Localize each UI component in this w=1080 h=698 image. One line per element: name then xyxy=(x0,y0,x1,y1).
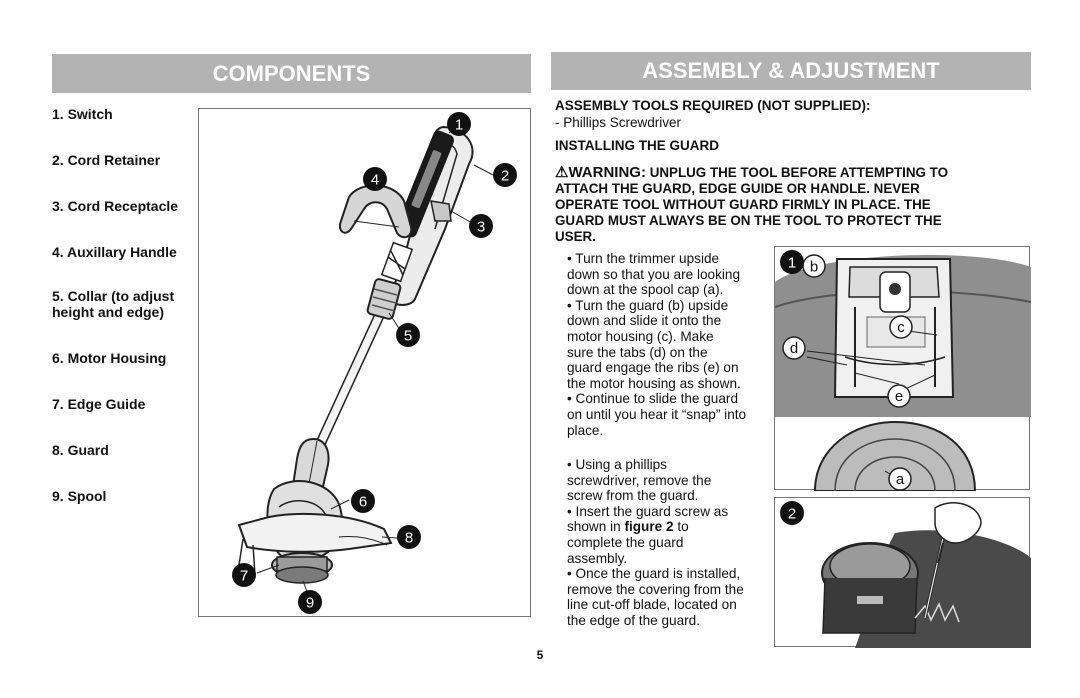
svg-text:b: b xyxy=(810,259,818,276)
step-line: guard engage the ribs (e) on xyxy=(567,360,739,376)
callout-label: 7 xyxy=(240,568,248,585)
callout-6: 6 xyxy=(351,489,375,513)
figure-2-illustration: 2 xyxy=(780,501,1031,648)
step-line: the motor housing as shown. xyxy=(567,375,741,391)
callout-7: 7 xyxy=(232,563,256,587)
list-item: 4. Auxillary Handle xyxy=(52,244,177,260)
step-line: line cut-off blade, located on xyxy=(567,597,737,613)
callout-label: 2 xyxy=(501,168,509,185)
callout-9: 9 xyxy=(298,590,322,614)
list-item: 7. Edge Guide xyxy=(52,396,146,412)
list-item: 1. Switch xyxy=(52,106,113,122)
fig1-callout-a: a xyxy=(888,467,912,491)
callout-5: 5 xyxy=(396,323,420,347)
callout-label: 3 xyxy=(477,219,485,236)
svg-text:a: a xyxy=(896,471,905,488)
callout-label: 5 xyxy=(404,328,412,345)
installing-heading: INSTALLING THE GUARD xyxy=(555,138,719,153)
figure-2-guard-screw: 2 xyxy=(774,497,1031,648)
step-line: sure the tabs (d) on the xyxy=(567,344,708,360)
figure-reference: figure 2 xyxy=(624,519,674,535)
trimmer-illustration: 1 2 3 4 5 6 8 7 9 xyxy=(232,112,517,614)
step-line: assembly. xyxy=(567,550,628,566)
fig1-callout-b: b xyxy=(802,254,826,278)
fig1-num-callout: 1 xyxy=(780,250,804,274)
step-line: • Insert the guard screw as xyxy=(567,503,729,519)
callout-4: 4 xyxy=(363,167,387,191)
trimmer-diagram: 1 2 3 4 5 6 8 7 9 xyxy=(198,108,531,617)
callout-1: 1 xyxy=(447,112,471,136)
svg-text:e: e xyxy=(895,388,903,405)
warning-icon: ⚠ xyxy=(555,164,569,181)
step-line: motor housing (c). Make xyxy=(567,328,714,344)
step-line: down and slide it onto the xyxy=(567,313,722,329)
list-item: 6. Motor Housing xyxy=(52,350,167,366)
figure-1-illustration: 1 b c d e a xyxy=(774,250,1032,492)
step-line: on until you hear it “snap” into xyxy=(567,406,747,422)
svg-text:1: 1 xyxy=(788,255,796,272)
list-item: 8. Guard xyxy=(52,442,109,458)
step-line: remove the covering from the xyxy=(567,581,744,597)
callout-label: 1 xyxy=(455,117,463,134)
tools-item: - Phillips Screwdriver xyxy=(555,115,682,130)
fig1-callout-e: e xyxy=(887,384,911,408)
list-item: 5. Collar (to adjust xyxy=(52,288,175,304)
callout-label: 6 xyxy=(359,494,367,511)
callout-2: 2 xyxy=(493,163,517,187)
step-line: place. xyxy=(567,422,604,438)
warning-line: UNPLUG THE TOOL BEFORE ATTEMPTING TO xyxy=(649,165,949,180)
trimmer-motor-housing xyxy=(237,437,393,584)
steps-part-1: • Turn the trimmer upside down so that y… xyxy=(567,251,772,438)
list-item: 9. Spool xyxy=(52,488,107,504)
warning-block: ⚠WARNING: UNPLUG THE TOOL BEFORE ATTEMPT… xyxy=(555,165,1035,245)
fig1-callout-c: c xyxy=(889,315,913,339)
components-title: COMPONENTS xyxy=(52,54,531,93)
svg-text:d: d xyxy=(790,340,798,357)
step-line: • Turn the trimmer upside xyxy=(567,251,720,266)
callout-8: 8 xyxy=(397,525,421,549)
callout-label: 4 xyxy=(371,172,379,189)
trimmer-shaft xyxy=(311,313,387,450)
list-item: height and edge) xyxy=(52,304,164,320)
trimmer-upper-body xyxy=(339,125,474,320)
fig2-num-callout: 2 xyxy=(780,501,804,525)
step-line: down at the spool cap (a). xyxy=(567,282,724,298)
svg-text:2: 2 xyxy=(788,506,796,523)
callout-label: 8 xyxy=(405,530,413,547)
step-line: • Turn the guard (b) upside xyxy=(567,297,729,313)
step-line: • Once the guard is installed, xyxy=(567,566,741,582)
step-line: • Continue to slide the guard xyxy=(567,391,739,407)
warning-line: OPERATE TOOL WITHOUT GUARD FIRMLY IN PLA… xyxy=(555,197,931,212)
step-line: • Using a phillips xyxy=(567,457,667,472)
callout-3: 3 xyxy=(469,214,493,238)
step-line: the edge of the guard. xyxy=(567,612,701,628)
steps-part-2: • Using a phillips screwdriver, remove t… xyxy=(567,457,772,629)
step-line: shown in figure 2 to xyxy=(567,519,689,535)
list-item: 2. Cord Retainer xyxy=(52,152,161,168)
fig1-callout-d: d xyxy=(782,336,806,360)
warning-line: GUARD MUST ALWAYS BE ON THE TOOL TO PROT… xyxy=(555,213,942,228)
step-line: complete the guard xyxy=(567,534,684,550)
callout-label: 9 xyxy=(306,595,314,612)
svg-text:c: c xyxy=(897,319,905,336)
step-line: screw from the guard. xyxy=(567,488,699,504)
assembly-title: ASSEMBLY & ADJUSTMENT xyxy=(551,52,1031,90)
step-line: down so that you are looking xyxy=(567,266,741,282)
page-number: 5 xyxy=(536,648,544,662)
warning-word: WARNING: xyxy=(568,164,646,181)
warning-line: USER. xyxy=(555,229,596,244)
step-line: screwdriver, remove the xyxy=(567,472,712,488)
list-item: 3. Cord Receptacle xyxy=(52,198,179,214)
figure-1-guard-install: 1 b c d e a xyxy=(774,246,1032,492)
warning-line: ATTACH THE GUARD, EDGE GUIDE OR HANDLE. … xyxy=(555,181,920,196)
tools-heading: ASSEMBLY TOOLS REQUIRED (NOT SUPPLIED): xyxy=(555,98,871,113)
